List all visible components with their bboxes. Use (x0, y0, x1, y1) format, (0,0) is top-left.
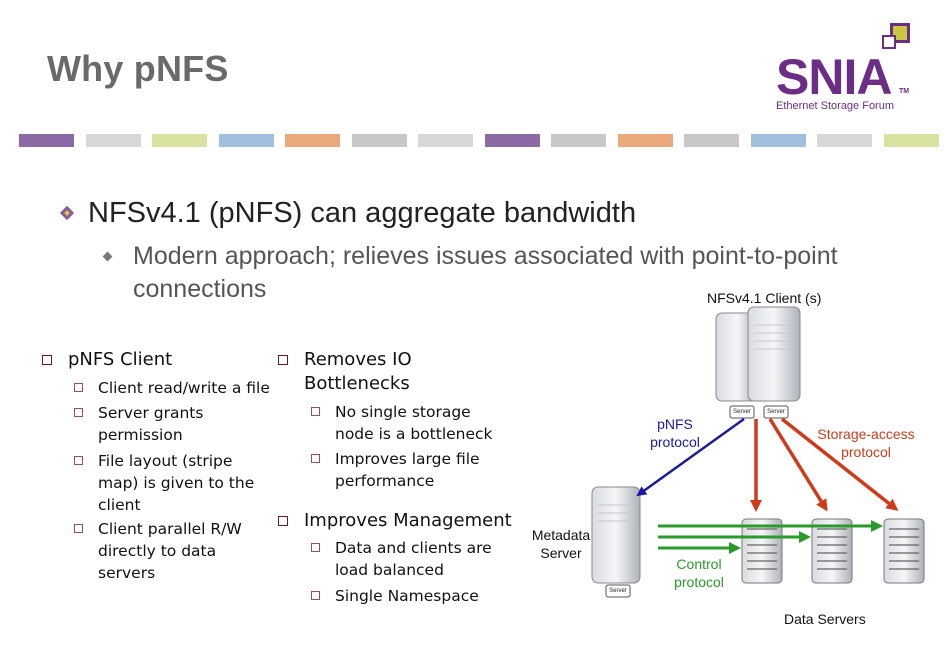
header-stripe (617, 134, 673, 147)
metadata-server-icon (591, 486, 641, 584)
main-bullet-text: NFSv4.1 (pNFS) can aggregate bandwidth (88, 197, 637, 229)
storage-arrow (768, 418, 828, 512)
data-server-icon (741, 518, 783, 584)
checkbox-bullet-icon (311, 407, 320, 416)
client-label: NFSv4.1 Client (s) (707, 290, 822, 306)
checkbox-bullet-icon (278, 355, 288, 365)
diamond-bullet-icon (59, 205, 75, 221)
logo-square (882, 35, 896, 49)
logo-square (893, 26, 907, 40)
checkbox-bullet-icon (311, 454, 320, 463)
pnfs-diagram: NFSv4.1 Client (s) pNFS protocol Storage… (520, 285, 950, 664)
small-diamond-bullet-icon (102, 251, 113, 262)
control-label: Control protocol (674, 556, 724, 590)
data-server-icon (811, 518, 853, 584)
server-tag: Server (733, 409, 751, 415)
list-item: Server grants permission (74, 402, 238, 446)
checkbox-bullet-icon (311, 543, 320, 552)
left-heading: pNFS Client (42, 348, 268, 372)
main-bullet: NFSv4.1 (pNFS) can aggregate bandwidth (59, 197, 637, 230)
checkbox-bullet-icon (42, 355, 52, 365)
client-server-icon (715, 306, 801, 402)
header-stripe (351, 134, 407, 147)
header-stripe (418, 134, 473, 147)
header-stripe (85, 134, 141, 147)
header-stripe (684, 134, 739, 147)
header-stripe (218, 134, 274, 147)
middle-heading: Improves Management (278, 509, 524, 533)
list-item: Single Namespace (311, 585, 495, 607)
sub-bullet: Modern approach; relieves issues associa… (102, 240, 924, 306)
data-server-icon (883, 518, 925, 584)
storage-label: Storage-access protocol (817, 426, 915, 460)
diagram-graphics (591, 306, 925, 598)
header-stripe (152, 134, 207, 147)
checkbox-bullet-icon (74, 456, 83, 465)
metadata-label: Metadata Server (531, 527, 591, 561)
header-stripe (19, 134, 74, 147)
list-item: Data and clients are load balanced (311, 537, 495, 581)
snia-logo: SNIA TM Ethernet Storage Forum (772, 22, 932, 122)
sub-bullet-text: Modern approach; relieves issues associa… (133, 242, 838, 303)
server-tag: Server (767, 409, 785, 415)
list-item: Client read/write a file (74, 377, 278, 399)
list-item: Client parallel R/W directly to data ser… (74, 518, 258, 584)
pnfs-arrow (636, 417, 745, 497)
logo-tagline: Ethernet Storage Forum (776, 100, 895, 112)
header-stripe (551, 134, 606, 147)
pnfs-label: pNFS protocol (650, 416, 700, 450)
list-item: No single storage node is a bottleneck (311, 401, 500, 445)
logo-wordmark: SNIA (776, 49, 892, 105)
slide-title: Why pNFS (47, 48, 229, 89)
data-servers-label: Data Servers (784, 611, 866, 627)
checkbox-bullet-icon (278, 516, 288, 526)
storage-arrow (780, 417, 899, 511)
header-stripe (883, 134, 939, 147)
checkbox-bullet-icon (74, 383, 83, 392)
header-stripe (750, 134, 806, 147)
checkbox-bullet-icon (311, 591, 320, 600)
list-item: File layout (stripe map) is given to the… (74, 450, 258, 516)
server-tag: Server (609, 588, 627, 594)
header-stripe (285, 134, 340, 147)
checkbox-bullet-icon (74, 524, 83, 533)
header-stripe (484, 134, 540, 147)
list-item: Improves large file performance (311, 448, 495, 492)
header-stripe (817, 134, 872, 147)
checkbox-bullet-icon (74, 408, 83, 417)
logo-tm: TM (899, 88, 910, 95)
middle-heading: Removes IO Bottlenecks (278, 348, 444, 396)
